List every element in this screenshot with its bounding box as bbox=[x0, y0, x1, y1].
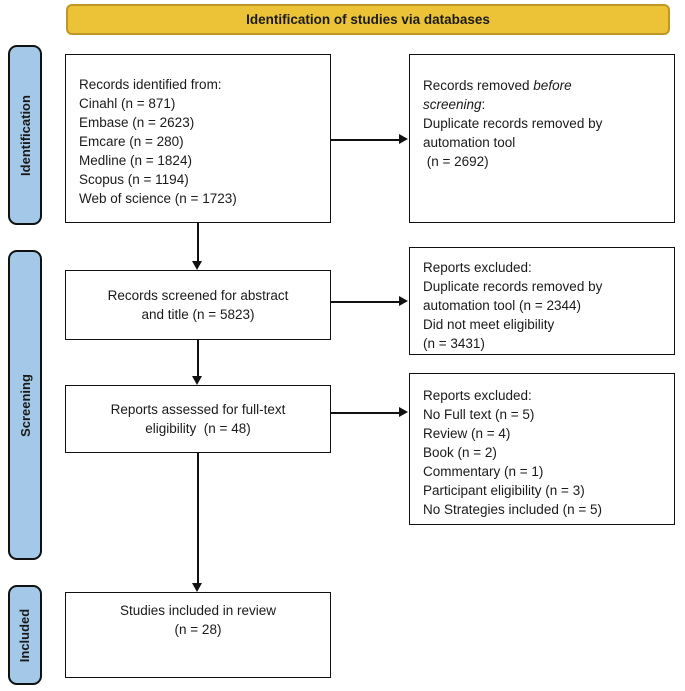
text-line: Web of science (n = 1723) bbox=[79, 191, 237, 206]
text-line: Duplicate records removed by bbox=[423, 116, 603, 131]
stage-screening: Screening bbox=[8, 250, 42, 560]
text-segment-italic: before bbox=[533, 78, 572, 93]
text-line: automation tool bbox=[423, 135, 516, 150]
text-line: Embase (n = 2623) bbox=[79, 115, 195, 130]
arrow-line-screened-to-assessed bbox=[197, 340, 199, 378]
arrow-head-screened-to-assessed bbox=[192, 376, 202, 385]
text-line: Book (n = 2) bbox=[423, 445, 497, 460]
text-line: eligibility (n = 48) bbox=[145, 421, 251, 436]
arrow-head-screened-to-excluded bbox=[399, 296, 408, 306]
text-line: Did not meet eligibility bbox=[423, 317, 555, 332]
text-line: Participant eligibility (n = 3) bbox=[423, 483, 585, 498]
text-line: Reports excluded: bbox=[423, 260, 532, 275]
banner-identification-via-databases: Identification of studies via databases bbox=[66, 4, 670, 35]
arrow-line-identified-to-removed bbox=[330, 139, 400, 141]
stage-screening-label: Screening bbox=[17, 373, 33, 437]
text-line: Records identified from: bbox=[79, 77, 222, 92]
arrow-head-identified-to-screened bbox=[192, 261, 202, 270]
text-line: Records removed before bbox=[423, 76, 664, 95]
box-reports-assessed-fulltext: Reports assessed for full-text eligibilit… bbox=[65, 385, 331, 453]
arrow-head-identified-to-removed bbox=[399, 134, 408, 144]
text-line: automation tool (n = 2344) bbox=[423, 298, 581, 313]
text-line: Reports excluded: bbox=[423, 388, 532, 403]
box-records-identified: Records identified from: Cinahl (n = 871)… bbox=[65, 54, 331, 223]
arrow-line-assessed-to-included bbox=[197, 453, 199, 585]
text-segment: Records removed bbox=[423, 78, 534, 93]
text-line: Studies included in review bbox=[119, 603, 277, 618]
stage-identification-label: Identification bbox=[17, 94, 33, 176]
text-line: No Full text (n = 5) bbox=[423, 407, 535, 422]
text-line: (n = 2692) bbox=[423, 154, 489, 169]
text-line: Cinahl (n = 871) bbox=[79, 96, 176, 111]
stage-identification: Identification bbox=[8, 45, 42, 225]
box-studies-included: Studies included in review (n = 28) bbox=[65, 592, 331, 678]
arrow-head-assessed-to-excluded bbox=[399, 407, 408, 417]
text-line: Medline (n = 1824) bbox=[79, 153, 192, 168]
stage-included-label: Included bbox=[17, 608, 33, 662]
text-line: Reports assessed for full-text bbox=[110, 402, 286, 417]
text-line: (n = 3431) bbox=[423, 336, 485, 351]
arrow-line-assessed-to-excluded bbox=[330, 412, 400, 414]
text-line: Review (n = 4) bbox=[423, 426, 511, 441]
text-line: (n = 28) bbox=[174, 622, 222, 637]
text-line: Scopus (n = 1194) bbox=[79, 172, 189, 187]
text-line: Emcare (n = 280) bbox=[79, 134, 184, 149]
box-records-screened: Records screened for abstract and title (… bbox=[65, 270, 331, 340]
text-segment: : bbox=[481, 97, 486, 112]
text-line: screening: bbox=[423, 95, 664, 114]
banner-label: Identification of studies via databases bbox=[246, 12, 490, 27]
text-line: No Strategies included (n = 5) bbox=[423, 502, 602, 517]
text-line: Records screened for abstract bbox=[107, 288, 289, 303]
box-reports-excluded-fulltext: Reports excluded: No Full text (n = 5) Rev… bbox=[409, 373, 675, 525]
box-reports-excluded-screening: Reports excluded: Duplicate records remov… bbox=[409, 247, 675, 355]
arrow-line-screened-to-excluded bbox=[330, 301, 400, 303]
arrow-head-assessed-to-included bbox=[192, 583, 202, 592]
text-line: Duplicate records removed by bbox=[423, 279, 603, 294]
arrow-line-identified-to-screened bbox=[197, 223, 199, 263]
text-line: Commentary (n = 1) bbox=[423, 464, 544, 479]
text-line: and title (n = 5823) bbox=[141, 307, 255, 322]
stage-included: Included bbox=[8, 585, 42, 685]
text-segment-italic: screening bbox=[423, 97, 482, 112]
